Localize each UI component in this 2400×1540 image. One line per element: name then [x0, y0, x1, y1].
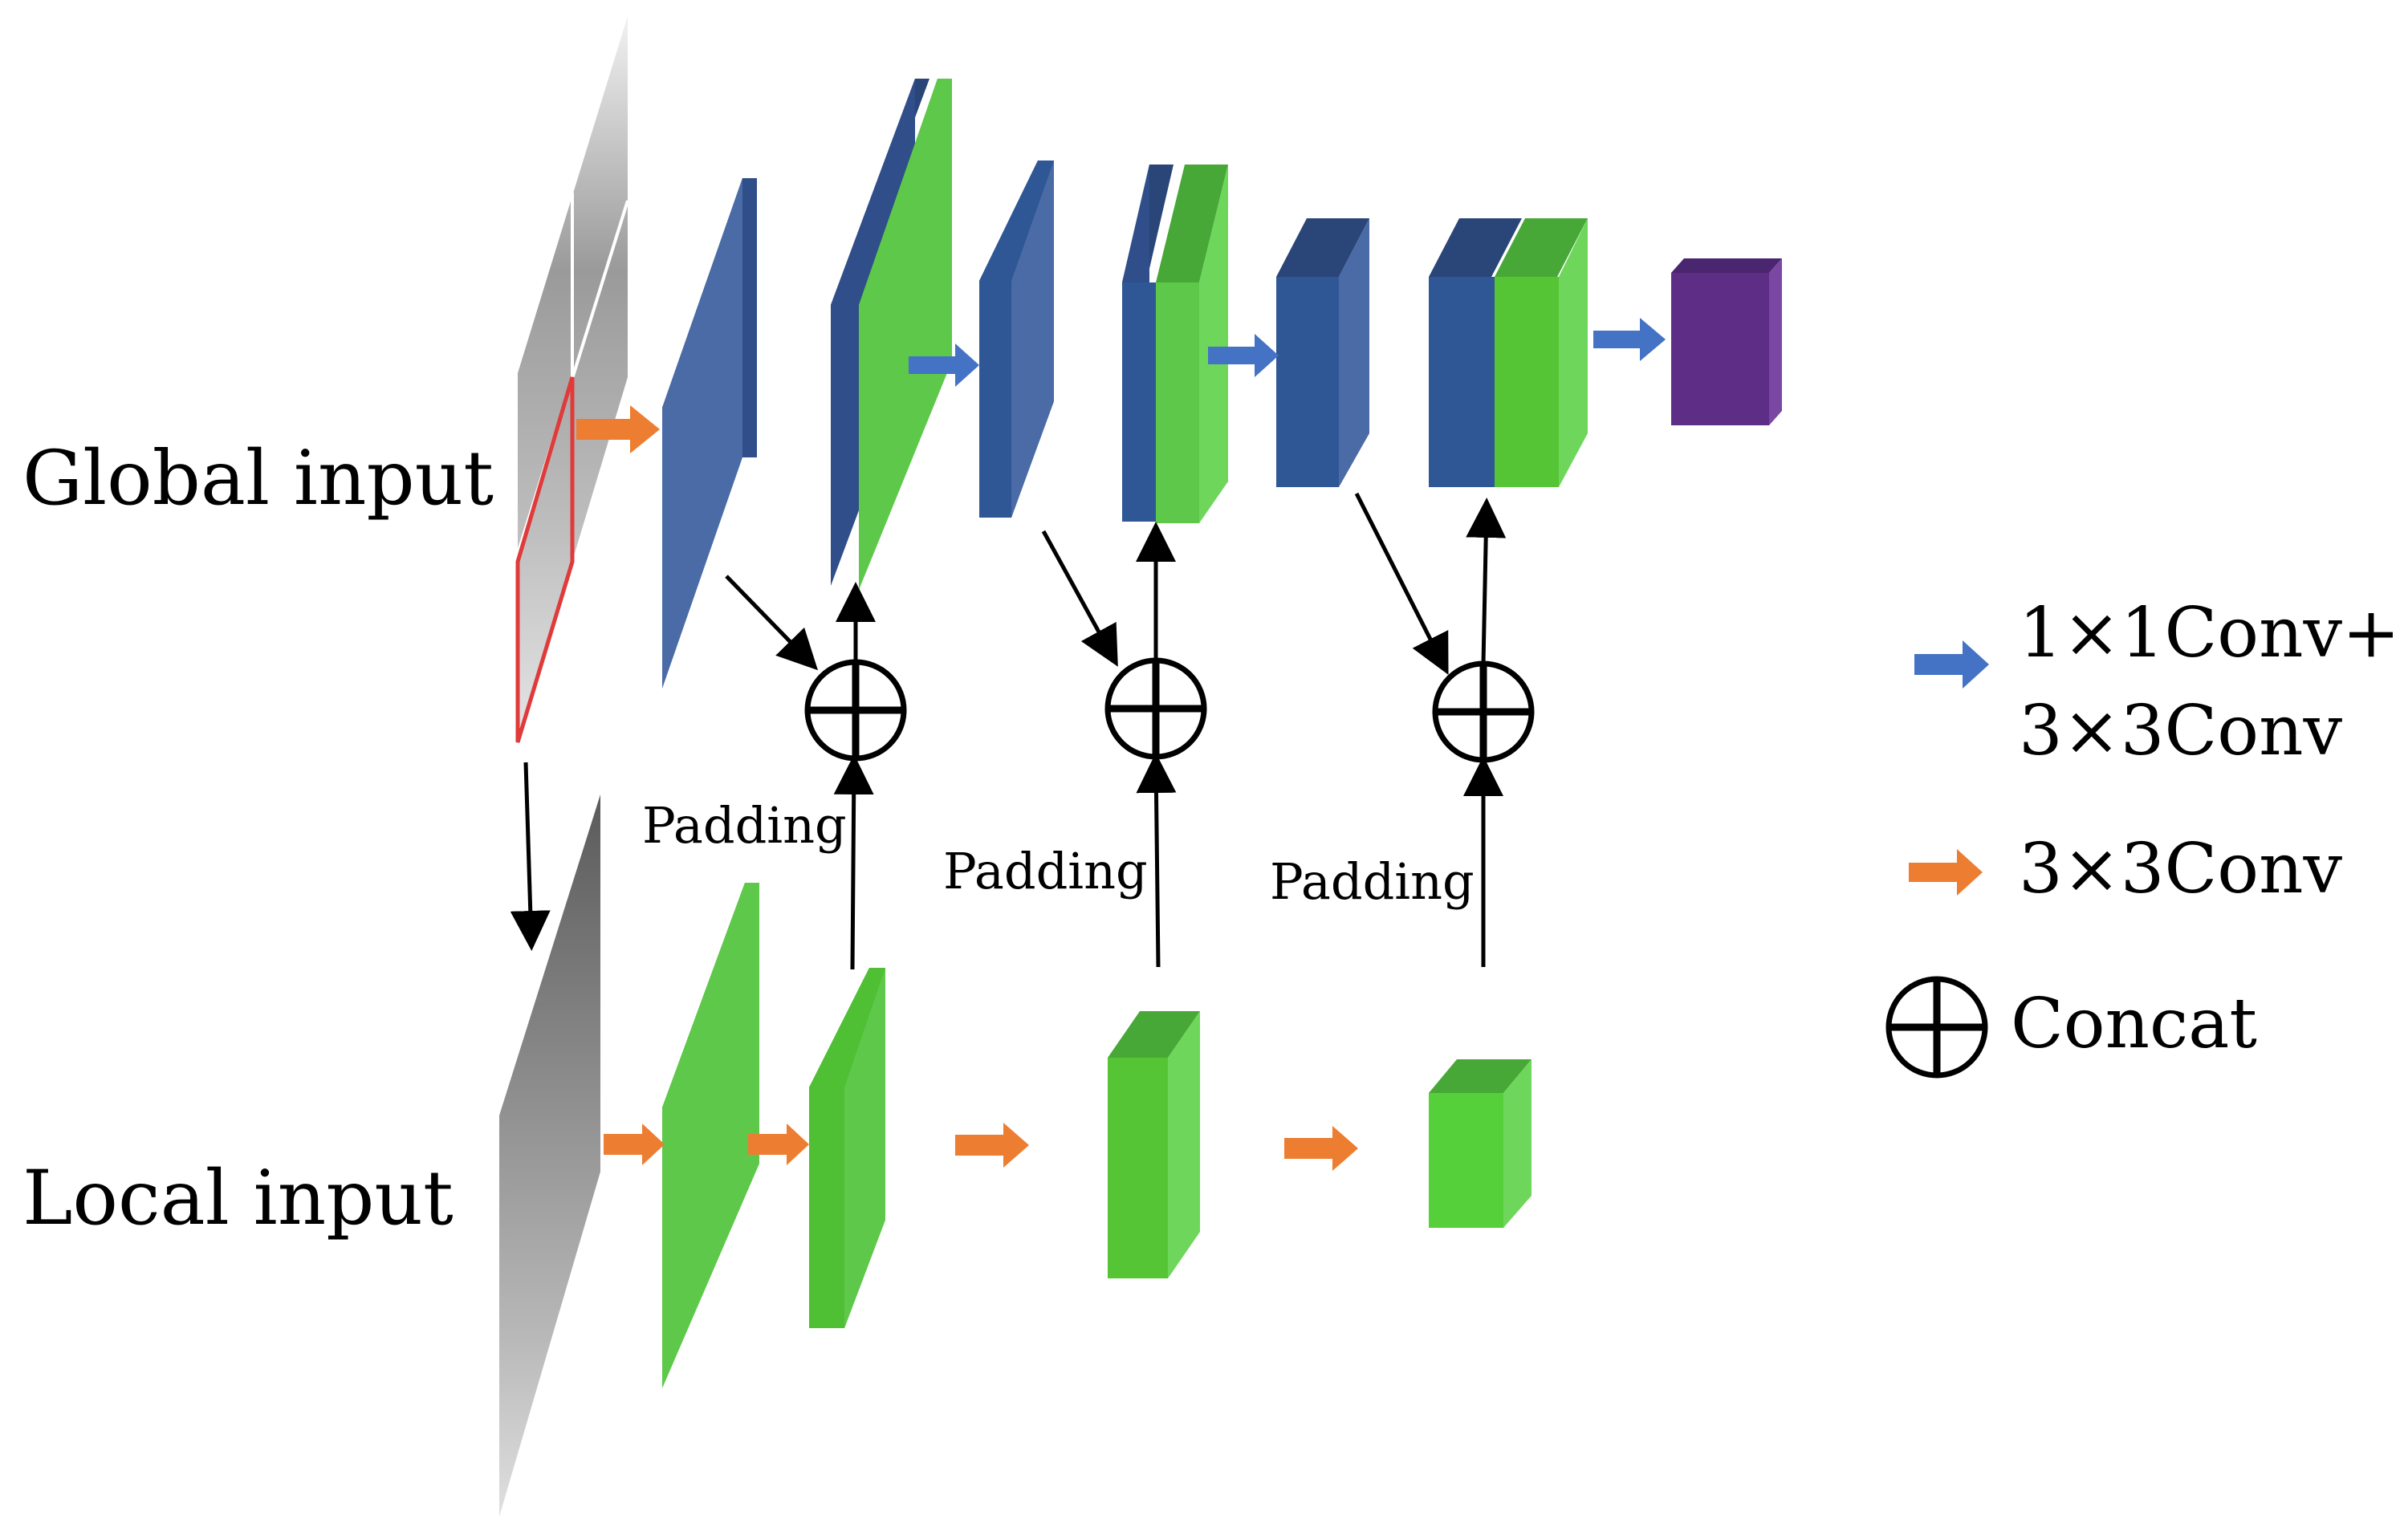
blue-arrows: [909, 318, 1666, 387]
global-block-2-green: [859, 79, 952, 590]
padding-label-3: Padding: [1270, 852, 1475, 911]
padding-label-1: Padding: [642, 796, 847, 855]
legend-blue-line2: 3×3Conv: [2019, 691, 2342, 771]
local-block-4: [1429, 1059, 1532, 1228]
legend-concat-text: Concat: [2011, 984, 2257, 1064]
local-block-2: [809, 968, 885, 1328]
output-block: [1671, 258, 1782, 425]
legend: 1×1Conv+ 3×3Conv 3×3Conv Concat: [1885, 593, 2400, 1079]
global-block-1: [662, 178, 757, 689]
global-block-5: [1276, 218, 1369, 487]
orange-arrow-local-3: [955, 1123, 1029, 1168]
orange-arrow-local-1: [604, 1124, 665, 1165]
global-block-4-green: [1156, 165, 1228, 523]
orange-arrow-global: [576, 405, 660, 453]
local-input-image: [499, 794, 600, 1517]
legend-orange-text: 3×3Conv: [2019, 829, 2342, 909]
concat-node-3: [1432, 660, 1535, 763]
orange-arrow-local-2: [748, 1124, 809, 1165]
global-block-6-blue: [1429, 218, 1522, 487]
global-block-6-green: [1495, 218, 1588, 487]
padding-label-2: Padding: [943, 842, 1148, 900]
blue-arrow-3: [1593, 318, 1666, 361]
global-block-4-blue: [1122, 165, 1174, 522]
local-block-1: [662, 883, 759, 1388]
connector-arrows: [725, 492, 1507, 970]
legend-concat-icon: [1885, 976, 1988, 1079]
legend-blue-line1: 1×1Conv+: [2019, 593, 2400, 673]
global-input-image: [515, 16, 629, 743]
blue-arrow-2: [1208, 334, 1279, 377]
local-block-3: [1108, 1011, 1200, 1278]
legend-orange-arrow-icon: [1909, 849, 1983, 896]
concat-node-2: [1104, 657, 1207, 760]
downsample-arrow: [510, 762, 551, 951]
global-input-label: Global input: [22, 435, 494, 522]
orange-arrow-local-4: [1284, 1126, 1358, 1171]
blue-arrow-1: [909, 343, 979, 387]
local-input-label: Local input: [22, 1155, 454, 1242]
legend-blue-arrow-icon: [1914, 640, 1989, 689]
global-block-3: [979, 161, 1054, 518]
concat-node-1: [804, 659, 907, 762]
orange-arrows: [576, 405, 1358, 1171]
